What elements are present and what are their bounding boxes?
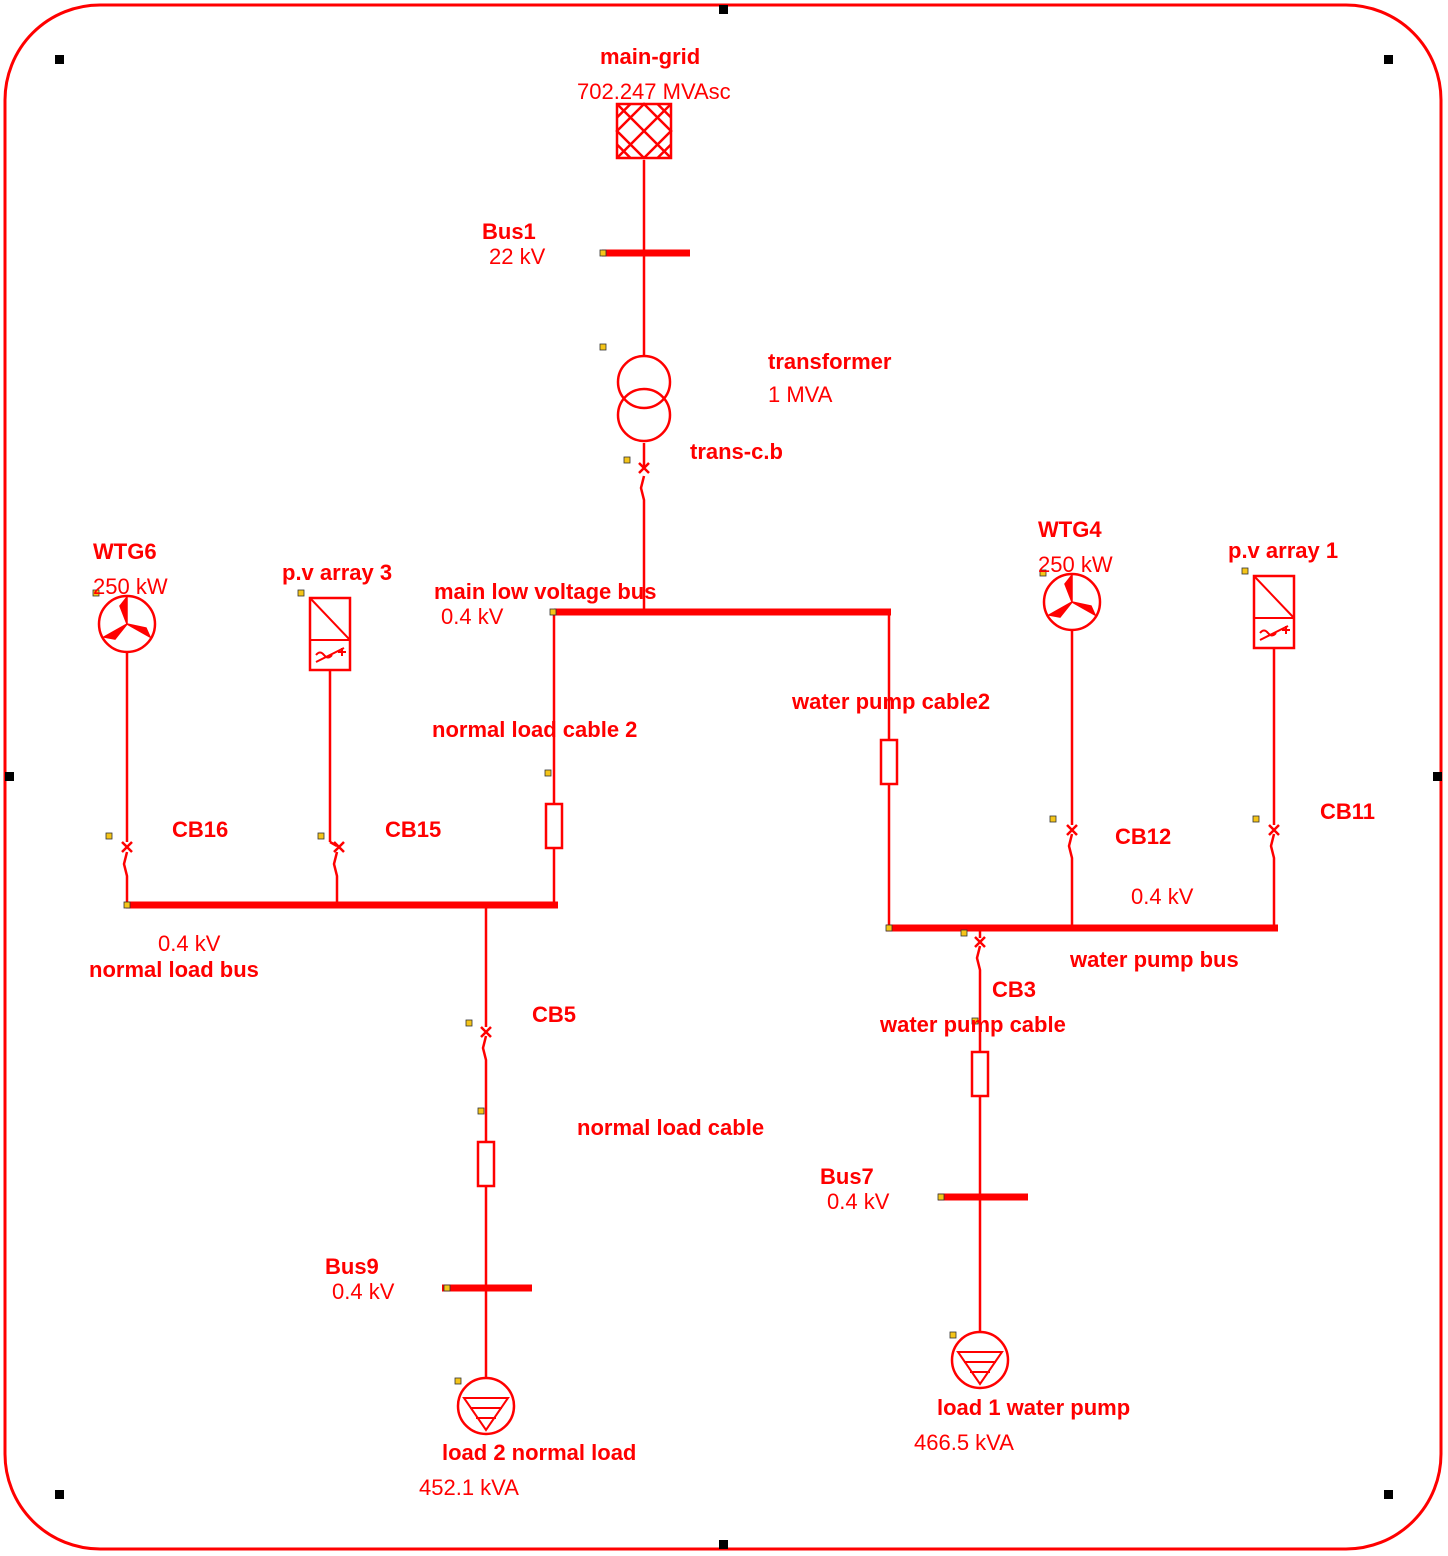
wiring <box>122 160 1276 1380</box>
cable-normal-icon[interactable] <box>476 1140 496 1188</box>
breaker-icon[interactable] <box>638 462 650 474</box>
load-icon[interactable] <box>456 1376 516 1436</box>
handle-bottom-left <box>55 1490 64 1499</box>
pv-array-icon[interactable] <box>308 596 352 672</box>
breaker-icon[interactable] <box>480 1026 492 1038</box>
normal-load-bus-name-label: normal load bus <box>89 957 259 982</box>
cable-normal-label: normal load cable <box>577 1115 764 1140</box>
bus1-voltage-label: 22 kV <box>489 244 546 269</box>
cable-normal-2-icon[interactable] <box>544 802 564 850</box>
bus7-voltage-label: 0.4 kV <box>827 1189 890 1214</box>
wind-turbine-icon[interactable] <box>97 594 157 654</box>
wtg6-name-label: WTG6 <box>93 539 157 564</box>
cb11-label: CB11 <box>1320 799 1375 824</box>
status-markers <box>92 249 1260 1385</box>
normal-load-bus-voltage-label: 0.4 kV <box>158 931 221 956</box>
wtg4-name-label: WTG4 <box>1038 517 1102 542</box>
bus9-voltage-label: 0.4 kV <box>332 1279 395 1304</box>
handle-bottom <box>719 1540 728 1549</box>
water-pump-bus-name-label: water pump bus <box>1069 947 1239 972</box>
cable-pump-2-icon[interactable] <box>879 738 899 786</box>
wind-turbine-icon[interactable] <box>1042 572 1102 632</box>
load-icon[interactable] <box>950 1330 1010 1390</box>
cable-pump-2-label: water pump cable2 <box>791 689 990 714</box>
handle-top-left <box>55 55 64 64</box>
group-selection-frame[interactable] <box>3 3 1443 1551</box>
handle-bottom-right <box>1384 1490 1393 1499</box>
breaker-icon[interactable] <box>333 841 345 853</box>
breaker-marks <box>121 462 1280 1038</box>
grid-rating-label: 702.247 MVAsc <box>577 79 731 104</box>
breaker-icon[interactable] <box>974 936 986 948</box>
cable-normal-2-label: normal load cable 2 <box>432 717 637 742</box>
bus9-name-label: Bus9 <box>325 1254 379 1279</box>
load1-rating-label: 466.5 kVA <box>914 1430 1014 1455</box>
pv-array-icon[interactable] <box>1252 574 1296 650</box>
cb5-label: CB5 <box>532 1002 576 1027</box>
bus7-name-label: Bus7 <box>820 1164 874 1189</box>
cable-pump-icon[interactable] <box>970 1050 990 1098</box>
grid-name-label: main-grid <box>600 44 700 69</box>
cb12-label: CB12 <box>1115 824 1171 849</box>
breaker-icon[interactable] <box>121 841 133 853</box>
handle-top-right <box>1384 55 1393 64</box>
trans-cb-label: trans-c.b <box>690 439 783 464</box>
cb16-label: CB16 <box>172 817 228 842</box>
cable-pump-label: water pump cable <box>879 1012 1066 1037</box>
handle-left <box>5 772 14 781</box>
breaker-icon[interactable] <box>1268 824 1280 836</box>
transformer-name-label: transformer <box>768 349 892 374</box>
breaker-icon[interactable] <box>1066 824 1078 836</box>
handle-right <box>1433 772 1442 781</box>
transformer-rating-label: 1 MVA <box>768 382 833 407</box>
bus1-name-label: Bus1 <box>482 219 536 244</box>
wtg4-rating-label: 250 kW <box>1038 552 1113 577</box>
selection-handles[interactable] <box>5 5 1442 1549</box>
pv3-name-label: p.v array 3 <box>282 560 392 585</box>
cb15-label: CB15 <box>385 817 441 842</box>
buses <box>126 249 1278 1292</box>
main-lv-bus-voltage-label: 0.4 kV <box>441 604 504 629</box>
water-pump-bus-voltage-label: 0.4 kV <box>1131 884 1194 909</box>
cb3-label: CB3 <box>992 977 1036 1002</box>
handle-top <box>719 5 728 14</box>
main-lv-bus-name-label: main low voltage bus <box>434 579 656 604</box>
load2-name-label: load 2 normal load <box>442 1440 636 1465</box>
load1-name-label: load 1 water pump <box>937 1395 1130 1420</box>
pv1-name-label: p.v array 1 <box>1228 538 1338 563</box>
load2-rating-label: 452.1 kVA <box>419 1475 519 1500</box>
wtg6-rating-label: 250 kW <box>93 574 168 599</box>
grid-icon[interactable] <box>615 102 673 160</box>
transformer-icon[interactable] <box>616 354 672 443</box>
